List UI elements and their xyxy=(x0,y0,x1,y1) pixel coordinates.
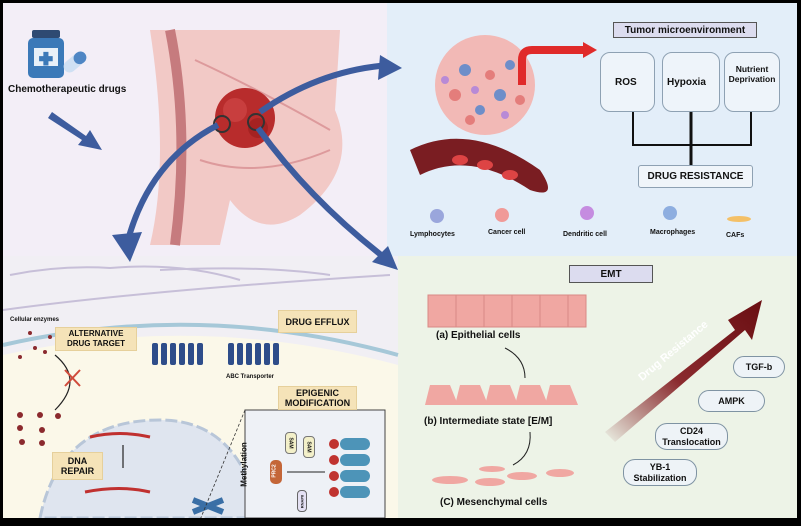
breast-illustration xyxy=(150,29,343,246)
drug-efflux-box: DRUG EFFLUX xyxy=(278,310,357,333)
abc-transporter-icon xyxy=(152,343,279,365)
rnapii-label: RNAPII xyxy=(299,494,305,508)
hypoxia-box: Hypoxia xyxy=(662,52,720,112)
dendritic-cell-icon xyxy=(580,206,594,220)
macrophage-icon xyxy=(663,206,677,220)
drug-arrow xyxy=(48,112,102,150)
tgf-b-pill: TGF-b xyxy=(733,356,785,378)
arrow-to-emt xyxy=(255,126,387,261)
rnapii-box: RNAPII xyxy=(297,490,307,512)
ros-label: ROS xyxy=(615,76,637,88)
dna-repair-box: DNA REPAIR xyxy=(52,452,103,480)
nutrient-deprivation-label: Nutrient Deprivation xyxy=(728,64,776,84)
prc2-label: PRC2 xyxy=(271,464,278,478)
legend-dendritic-cell: Dendritic cell xyxy=(563,231,607,238)
drug-resistance-box: DRUG RESISTANCE xyxy=(638,165,753,188)
methylation-label: Methylation xyxy=(239,442,249,487)
cell-illustration xyxy=(2,265,399,521)
legend-macrophages: Macrophages xyxy=(650,229,696,236)
lymphocyte-icon xyxy=(430,209,444,223)
emt-title: EMT xyxy=(569,265,653,283)
legend-cafs: CAFs xyxy=(726,232,745,239)
ampk-pill: AMPK xyxy=(698,390,765,412)
drug-bottle-icon xyxy=(28,30,64,78)
blocked-x-icon xyxy=(64,369,81,387)
alternative-drug-target-box: ALTERNATIVE DRUG TARGET xyxy=(55,327,137,351)
intermediate-state-label: (b) Intermediate state [E/M] xyxy=(424,416,553,427)
cellular-enzymes-label: Cellular enzymes xyxy=(10,317,60,323)
yb1-stabilization-pill: YB-1 Stabilization xyxy=(623,459,697,486)
sam-label-2: SAM xyxy=(306,441,312,453)
epithelial-cells-icon xyxy=(427,294,587,328)
cd24-translocation-pill: CD24 Translocation xyxy=(655,423,728,450)
legend-cancer-cell: Cancer cell xyxy=(488,229,526,236)
nucleosome-icons xyxy=(340,438,370,498)
intermediate-cells-icon xyxy=(425,385,578,405)
chemotherapeutic-drugs-label: Chemotherapeutic drugs xyxy=(8,84,127,95)
sam-box-1: SAM xyxy=(285,432,297,454)
connector-lines xyxy=(632,111,752,165)
ros-box: ROS xyxy=(600,52,655,112)
red-arrow xyxy=(518,46,585,85)
sam-box-2: SAM xyxy=(303,436,315,458)
repaired-dna-icon xyxy=(84,487,151,494)
legend-lymphocytes: Lymphocytes xyxy=(410,231,455,238)
drug-resistance-arrow xyxy=(605,300,762,442)
hypoxia-label: Hypoxia xyxy=(667,76,706,88)
epigenic-modification-box: EPIGENIC MODIFICATION xyxy=(278,386,357,410)
prc2-icon xyxy=(270,460,282,484)
nutrient-deprivation-box: Nutrient Deprivation xyxy=(724,52,780,112)
mesenchymal-cells-icon xyxy=(432,466,574,486)
capsule-icon xyxy=(63,51,87,73)
damaged-dna-icon xyxy=(89,432,151,439)
arrow-to-cell xyxy=(125,122,220,241)
mesenchymal-cells-label: (C) Mesenchymal cells xyxy=(440,497,548,508)
epithelial-cells-label: (a) Epithelial cells xyxy=(436,330,521,341)
cancer-cell-icon xyxy=(495,208,509,222)
sam-label-1: SAM xyxy=(288,437,294,449)
abc-transporter-label: ABC Transporter xyxy=(226,374,275,380)
tumor-illustration xyxy=(410,35,548,193)
tumor-microenvironment-title: Tumor microenvironment xyxy=(613,22,757,38)
caf-icon xyxy=(727,216,751,222)
enzyme-dots xyxy=(17,331,61,446)
chromosome-icon xyxy=(191,497,225,515)
arrow-to-tme xyxy=(258,62,391,115)
